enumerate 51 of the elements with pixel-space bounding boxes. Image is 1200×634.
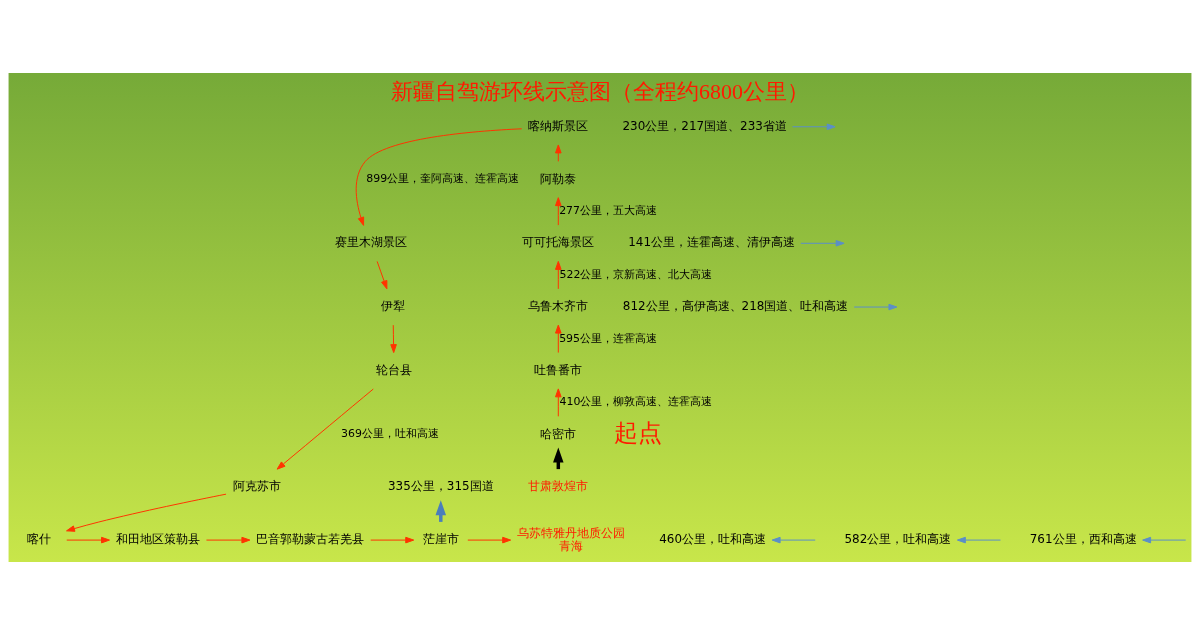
arrow <box>800 239 845 247</box>
node-text: 阿勒泰 <box>540 171 577 186</box>
node-text: 460公里，吐和高速 <box>659 531 767 546</box>
node-text: 可可托海景区 <box>522 234 595 249</box>
node-text: 阿克苏市 <box>232 478 281 493</box>
arrow <box>1142 536 1187 543</box>
arrow <box>66 536 110 543</box>
arrow <box>555 387 562 417</box>
node-text: 哈密市 <box>540 426 577 441</box>
arrow <box>390 324 397 353</box>
arrow <box>370 536 415 543</box>
arrow <box>205 536 251 543</box>
edge-label: 522公里，京新高速、北大高速 <box>559 267 713 281</box>
node-text: 335公里，315国道 <box>388 478 494 493</box>
node-text: 轮台县 <box>375 362 412 377</box>
edge-label: 595公里，连霍高速 <box>559 331 658 345</box>
node-text: 甘肃敦煌市 <box>528 478 589 493</box>
node-text: 喀什 <box>27 531 52 546</box>
node-text: 230公里，217国道、233省道 <box>622 118 787 133</box>
node-text: 乌苏特雅丹地质公园 青海 <box>517 525 626 553</box>
arrow <box>355 127 523 226</box>
arrow <box>555 324 562 353</box>
edge-label: 277公里，五大高速 <box>559 203 658 217</box>
edge-label: 410公里，柳敦高速、连霍高速 <box>559 394 713 408</box>
node-text: 喀纳斯景区 <box>528 118 589 133</box>
arrow <box>792 123 836 130</box>
edge-label: 369公里，吐和高速 <box>341 426 439 440</box>
node-text: 582公里，吐和高速 <box>844 531 952 546</box>
arrow <box>276 388 374 470</box>
node-text: 赛里木湖景区 <box>335 234 408 249</box>
node-text: 141公里，连霍高速、清伊高速 <box>628 234 796 249</box>
node-text: 761公里，西和高速 <box>1029 531 1137 546</box>
arrow <box>771 536 816 543</box>
arrow <box>435 499 447 522</box>
node-text: 812公里，高伊高速、218国道、吐和高速 <box>622 298 849 313</box>
node-text: 吐鲁番市 <box>534 362 583 377</box>
arrow <box>555 260 562 289</box>
node-text: 茫崖市 <box>422 531 459 546</box>
node-text: 乌鲁木齐市 <box>528 298 589 313</box>
arrow <box>376 260 388 289</box>
label: 起点 <box>613 418 662 447</box>
node-text: 伊犁 <box>380 298 405 313</box>
node-text: 和田地区策勒县 <box>115 531 200 546</box>
arrow <box>467 536 512 543</box>
arrow <box>956 536 1001 543</box>
arrow <box>66 493 227 532</box>
edge-label: 899公里，奎阿高速、连霍高速 <box>366 171 520 185</box>
arrow <box>853 303 898 310</box>
diagram-title: 新疆自驾游环线示意图（全程约6800公里） <box>391 78 809 103</box>
arrow <box>555 196 562 226</box>
node-text: 巴音郭勒蒙古若羌县 <box>256 531 365 546</box>
